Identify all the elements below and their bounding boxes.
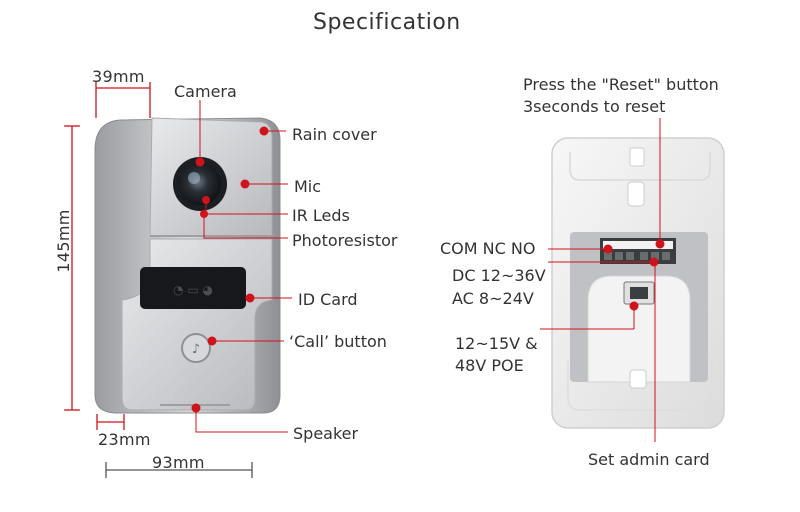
terminal-label-strip (603, 241, 673, 249)
id-card-window (140, 267, 246, 309)
screw-slot-bottom (629, 369, 647, 389)
bell-icon: ♪ (192, 342, 200, 357)
dimension-lines (64, 82, 151, 430)
label-ir-leds: IR Leds (292, 206, 350, 225)
front-markers (191, 126, 269, 413)
label-camera: Camera (174, 82, 237, 101)
back-bracket (551, 137, 725, 429)
label-reset-line2: 3seconds to reset (523, 97, 666, 116)
label-rain-cover: Rain cover (292, 125, 377, 144)
bracket-arch (587, 275, 691, 383)
screw-slot-mid (627, 181, 645, 207)
label-photoresistor: Photoresistor (292, 231, 398, 250)
dimension-width-total: 93mm (152, 453, 205, 472)
rfid-icon: ◔ ▭ ◕ (173, 283, 213, 297)
label-reset-line1: Press the "Reset" button (523, 75, 719, 94)
bracket-lower-outline (567, 360, 713, 411)
dimension-height: 145mm (54, 209, 73, 273)
back-callouts (540, 118, 661, 442)
label-com-nc-no: COM NC NO (440, 239, 536, 258)
label-poe-line2: 48V POE (455, 356, 524, 375)
label-poe-line1: 12~15V & (455, 334, 538, 353)
label-ac: AC 8~24V (452, 289, 534, 308)
bracket-notch (569, 152, 711, 181)
call-button-ring (181, 333, 211, 363)
label-admin-card: Set admin card (588, 450, 710, 469)
label-speaker: Speaker (293, 424, 359, 443)
screw-slot-top (629, 147, 645, 167)
page-title: Specification (313, 10, 461, 35)
dimension-width-top: 39mm (92, 67, 145, 86)
rj45-socket (630, 287, 648, 299)
front-doorbell: ◔ ▭ ◕ ♪ (94, 117, 281, 414)
back-markers (603, 239, 665, 311)
camera-lens (179, 163, 221, 205)
dimension-93 (105, 462, 253, 478)
lens-glare (188, 172, 200, 184)
dimension-width-bottom: 23mm (98, 430, 151, 449)
label-id-card: ID Card (298, 290, 358, 309)
label-mic: Mic (294, 177, 322, 196)
label-dc: DC 12~36V (452, 266, 546, 285)
label-call-button: ‘Call’ button (289, 332, 387, 351)
